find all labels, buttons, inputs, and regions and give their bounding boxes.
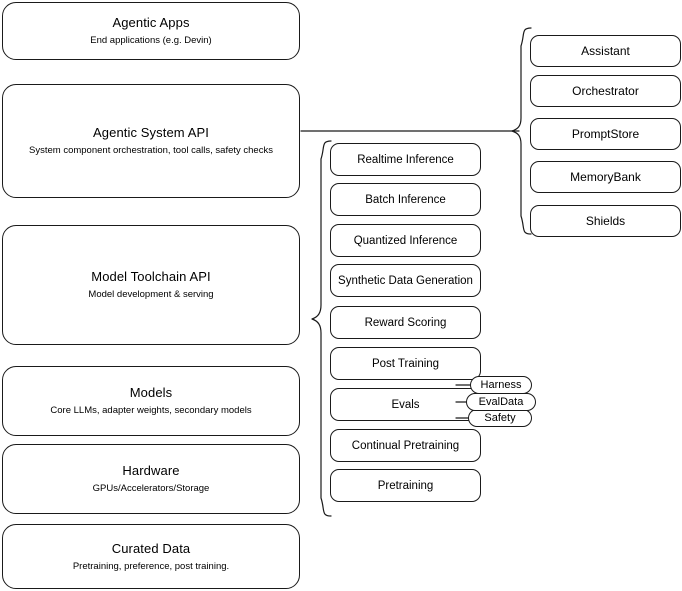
toolchain-item-label: Pretraining [377,479,434,492]
toolchain-item-batch-inference[interactable]: Batch Inference [330,183,481,216]
brace-agentic-components [511,27,532,235]
layer-title: Hardware [122,463,180,478]
layer-subtitle: Core LLMs, adapter weights, secondary mo… [50,405,252,416]
agentic-component-label: Shields [585,214,626,228]
layer-agentic-apps[interactable]: Agentic Apps End applications (e.g. Devi… [2,2,300,60]
toolchain-item-label: Realtime Inference [357,153,454,166]
agentic-component-label: MemoryBank [570,170,641,184]
layer-subtitle: Model development & serving [88,289,214,300]
layer-title: Agentic Apps [112,15,190,30]
eval-pill-safety[interactable]: Safety [468,409,532,427]
toolchain-item-label: Synthetic Data Generation [338,274,473,287]
toolchain-item-continual-pretraining[interactable]: Continual Pretraining [330,429,481,462]
toolchain-item-synthetic-data-generation[interactable]: Synthetic Data Generation [330,264,481,297]
toolchain-item-label: Post Training [371,357,440,370]
toolchain-item-label: Evals [391,398,420,411]
toolchain-item-label: Quantized Inference [353,234,458,247]
layer-title: Agentic System API [93,125,209,140]
toolchain-item-label: Continual Pretraining [351,439,460,452]
agentic-component-label: PromptStore [571,127,640,141]
agentic-component-promptstore[interactable]: PromptStore [530,118,681,150]
toolchain-item-reward-scoring[interactable]: Reward Scoring [330,306,481,339]
layer-models[interactable]: Models Core LLMs, adapter weights, secon… [2,366,300,436]
toolchain-item-pretraining[interactable]: Pretraining [330,469,481,502]
brace-toolchain-capabilities [311,140,332,517]
layer-subtitle: End applications (e.g. Devin) [90,35,212,46]
agentic-component-shields[interactable]: Shields [530,205,681,237]
layer-subtitle: System component orchestration, tool cal… [29,145,273,156]
layer-title: Models [129,385,173,400]
toolchain-item-evals[interactable]: Evals [330,388,481,421]
eval-pill-label: EvalData [478,396,524,408]
layer-hardware[interactable]: Hardware GPUs/Accelerators/Storage [2,444,300,514]
layer-agentic-system-api[interactable]: Agentic System API System component orch… [2,84,300,198]
eval-pill-evaldata[interactable]: EvalData [466,393,536,411]
toolchain-item-realtime-inference[interactable]: Realtime Inference [330,143,481,176]
agentic-component-memorybank[interactable]: MemoryBank [530,161,681,193]
layer-title: Model Toolchain API [91,269,211,284]
toolchain-item-post-training[interactable]: Post Training [330,347,481,380]
toolchain-item-label: Reward Scoring [364,316,447,329]
eval-pill-harness[interactable]: Harness [470,376,532,394]
eval-pill-label: Safety [484,412,516,424]
layer-curated-data[interactable]: Curated Data Pretraining, preference, po… [2,524,300,589]
agentic-component-label: Orchestrator [572,84,639,98]
eval-pill-label: Harness [480,379,522,391]
toolchain-item-quantized-inference[interactable]: Quantized Inference [330,224,481,257]
agentic-component-assistant[interactable]: Assistant [530,35,681,67]
toolchain-item-label: Batch Inference [365,193,446,206]
agentic-component-orchestrator[interactable]: Orchestrator [530,75,681,107]
layer-subtitle: Pretraining, preference, post training. [72,560,230,572]
layer-title: Curated Data [111,540,191,556]
layer-subtitle: GPUs/Accelerators/Storage [92,483,210,494]
agentic-component-label: Assistant [581,44,630,58]
layer-model-toolchain-api[interactable]: Model Toolchain API Model development & … [2,225,300,345]
